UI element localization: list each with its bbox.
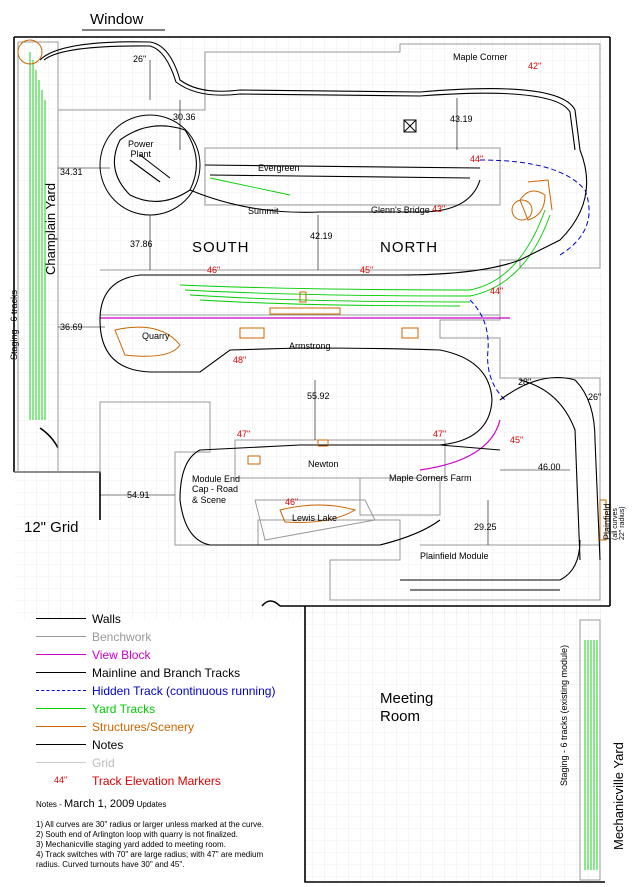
dim-1: 26"	[133, 54, 147, 64]
legend-label: View Block	[92, 648, 151, 662]
quarry-label: Quarry	[142, 331, 170, 341]
elev-6: 44"	[490, 286, 504, 296]
legend-elevation: 44" Track Elevation Markers	[36, 774, 296, 788]
hidden-track	[469, 159, 590, 401]
all-curves-note: (all curves 22" radius)	[612, 506, 626, 540]
legend-walls: Walls	[36, 612, 296, 626]
elev-11: 46"	[285, 497, 299, 507]
newton-label: Newton	[308, 459, 339, 469]
elev-1: 42"	[528, 61, 542, 71]
legend-label: Walls	[92, 612, 121, 626]
dim-4: 34.31	[60, 167, 83, 177]
notes-date: March 1, 2009	[64, 798, 135, 810]
mainline-tracks	[39, 41, 601, 591]
dimension-lines	[58, 60, 570, 545]
legend-mainline: Mainline and Branch Tracks	[36, 666, 296, 680]
structures	[114, 179, 607, 541]
view-block	[100, 317, 510, 471]
elev-10: 45"	[510, 435, 524, 445]
note-item: 1) All curves are 30" radius or larger u…	[36, 819, 264, 829]
grid-label: 12" Grid	[24, 519, 79, 536]
legend-label: Track Elevation Markers	[92, 774, 221, 788]
legend-swatch	[36, 708, 86, 709]
legend-label: Structures/Scenery	[92, 720, 195, 734]
dim-11: 29.25	[474, 522, 497, 532]
dim-13: 26"	[588, 392, 602, 402]
legend-structures: Structures/Scenery	[36, 720, 296, 734]
plainfield-label: Plainfield	[602, 503, 612, 540]
dim-12: 28"	[518, 377, 532, 387]
corner-loop	[17, 39, 43, 65]
legend-swatch	[36, 654, 86, 655]
dim-5: 37.86	[130, 239, 153, 249]
legend-swatch	[36, 636, 86, 637]
column-marker	[403, 119, 417, 133]
legend-notes: Notes	[36, 738, 296, 752]
lewis-lake-label: Lewis Lake	[292, 513, 338, 523]
legend-grid: Grid	[36, 756, 296, 770]
champlain-staging-label: Staging - 6 tracks	[9, 289, 19, 360]
elev-4: 46"	[207, 265, 221, 275]
legend-swatch	[36, 762, 86, 763]
note-item: 4) Track switches with 70" are large rad…	[36, 849, 264, 869]
summit-label: Summit	[248, 206, 279, 216]
note-item: 2) South end of Arlington loop with quar…	[36, 829, 238, 839]
region-north: NORTH	[380, 239, 439, 256]
notes-heading-suffix: Updates	[134, 800, 167, 809]
legend-label: Benchwork	[92, 630, 152, 644]
window-label: Window	[90, 11, 144, 28]
meeting-room-label: Meeting Room	[380, 690, 434, 725]
elev-2: 44"	[470, 154, 484, 164]
yard-tracks	[29, 52, 598, 870]
maple-corners-farm-label: Maple Corners Farm	[389, 473, 472, 483]
legend-marker: 44"	[54, 775, 68, 785]
dim-10: 46.00	[538, 462, 561, 472]
plainfield-module-label: Plainfield Module	[420, 551, 489, 561]
legend-swatch	[36, 618, 86, 619]
dim-9: 54.91	[127, 490, 150, 500]
legend-label: Mainline and Branch Tracks	[92, 666, 241, 680]
legend-swatch	[36, 690, 86, 691]
dim-2: 30.36	[173, 112, 196, 122]
elev-8: 47"	[237, 429, 251, 439]
mechanicville-staging-label: Staging - 6 tracks (existing module)	[559, 644, 569, 786]
legend-label: Notes	[92, 738, 124, 752]
legend-swatch	[36, 726, 86, 727]
evergreen-label: Evergreen	[258, 163, 300, 173]
legend-label: Grid	[92, 756, 115, 770]
legend-swatch	[36, 744, 86, 745]
walls	[13, 36, 611, 883]
elev-3: 43"	[432, 204, 446, 214]
elev-5: 45"	[360, 265, 374, 275]
region-south: SOUTH	[192, 239, 250, 256]
benchwork	[14, 41, 601, 881]
legend-label: Hidden Track (continuous running)	[92, 684, 276, 698]
legend-swatch	[36, 672, 86, 673]
notes-heading: Notes - March 1, 2009 Updates	[36, 798, 276, 812]
notes-heading-prefix: Notes -	[36, 800, 65, 809]
legend-view-block: View Block	[36, 648, 296, 662]
elev-7: 48"	[233, 355, 247, 365]
module-end-label: Module End Cap - Road & Scene	[192, 474, 241, 505]
mechanicville-yard-label: Mechanicville Yard	[611, 742, 626, 850]
dim-8: 55.92	[307, 391, 330, 401]
legend-yard-tracks: Yard Tracks	[36, 702, 296, 716]
legend-label: Yard Tracks	[92, 702, 156, 716]
armstrong-label: Armstrong	[289, 341, 331, 351]
power-plant-label: Power Plant	[128, 139, 154, 159]
maple-corner-label: Maple Corner	[453, 52, 508, 62]
legend-benchwork: Benchwork	[36, 630, 296, 644]
notes-block: Notes - March 1, 2009 Updates 1) All cur…	[36, 798, 276, 870]
dim-6: 42.19	[310, 231, 333, 241]
turntable	[511, 199, 533, 221]
legend-hidden-track: Hidden Track (continuous running)	[36, 684, 296, 698]
elev-9: 47"	[433, 429, 447, 439]
note-item: 3) Mechanicville staging yard added to m…	[36, 839, 226, 849]
champlain-yard-label: Champlain Yard	[43, 182, 58, 275]
glenns-bridge-label: Glenn's Bridge	[371, 205, 430, 215]
dim-3: 43.19	[450, 114, 473, 124]
dim-7: 36.69	[60, 322, 83, 332]
